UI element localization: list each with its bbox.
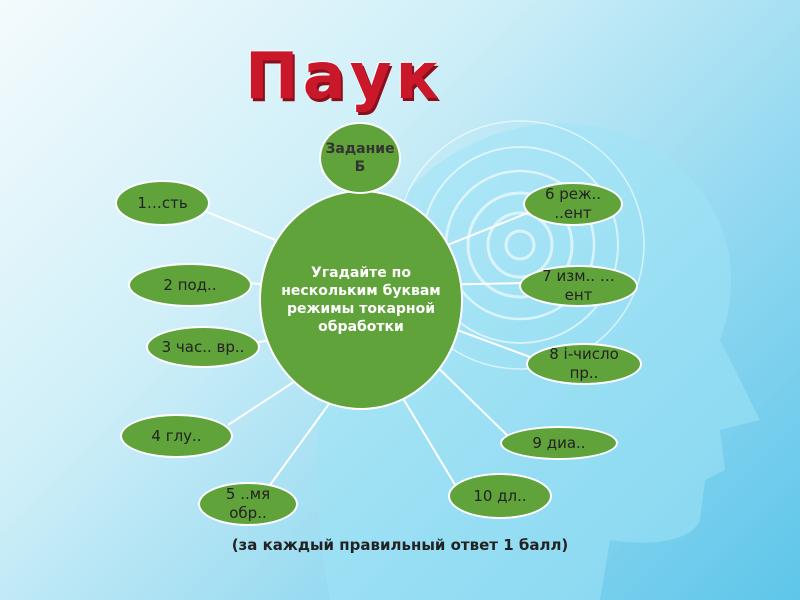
leaf-node-4: 4 глу.. <box>120 414 233 458</box>
leaf-node-5: 5 ..мя обр.. <box>198 482 298 526</box>
leaf-node-10: 10 дл.. <box>448 473 552 519</box>
leaf-node-8: 8 i-число пр.. <box>526 343 642 385</box>
task-node: Задание Б <box>319 122 401 194</box>
leaf-node-6: 6 реж.. ..ент <box>523 182 623 226</box>
center-node: Угадайте по нескольким буквам режимы ток… <box>259 190 463 410</box>
leaf-node-7: 7 изм.. …ент <box>519 265 638 307</box>
scoring-note: (за каждый правильный ответ 1 балл) <box>231 536 569 554</box>
leaf-node-3: 3 час.. вр.. <box>146 326 260 368</box>
page-title: Паук <box>245 40 443 114</box>
leaf-node-9: 9 диа.. <box>500 426 618 460</box>
leaf-node-1: 1…сть <box>115 180 210 226</box>
leaf-node-2: 2 под.. <box>128 263 252 307</box>
